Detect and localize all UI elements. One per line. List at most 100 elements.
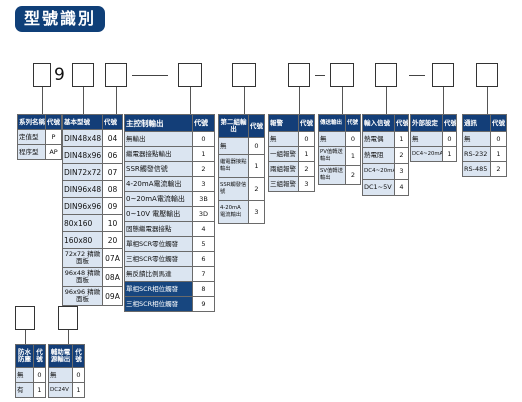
transmit-header-code: 代號 bbox=[345, 114, 361, 132]
code-box-series bbox=[33, 63, 51, 87]
code-box-external bbox=[375, 63, 397, 87]
code-box-aux-power bbox=[58, 306, 78, 330]
code-prefix-digit: 9 bbox=[54, 65, 65, 85]
connector-input bbox=[342, 87, 343, 114]
size-header-code: 代號 bbox=[102, 114, 123, 130]
connector-series bbox=[42, 87, 43, 114]
main-output-header-name: 主控制輸出 bbox=[124, 114, 193, 132]
external-header-code: 代號 bbox=[442, 114, 457, 132]
second-output-header-name: 第二組輸出 bbox=[218, 114, 249, 138]
waterproof-header-code: 代號 bbox=[33, 344, 46, 368]
connector-transmit bbox=[299, 87, 300, 114]
aux-power-header-name: 輔助電源輸出 bbox=[48, 344, 73, 368]
size-header-name: 基本型號 bbox=[62, 114, 103, 130]
code-box-alarm bbox=[232, 63, 256, 87]
connector-comm bbox=[443, 87, 444, 114]
connector-waterproof bbox=[487, 87, 488, 114]
code-box-main-output bbox=[105, 63, 127, 87]
code-box-aux-waterproof bbox=[15, 306, 35, 330]
code-box-second-output bbox=[178, 63, 202, 87]
alarm-header-name: 報警 bbox=[268, 114, 299, 132]
code-dash-2 bbox=[315, 75, 325, 76]
comm-header-code: 代號 bbox=[490, 114, 507, 132]
transmit-header-name: 傳送輸出 bbox=[318, 114, 346, 132]
alarm-header-code: 代號 bbox=[298, 114, 315, 132]
input-header-code: 代號 bbox=[394, 114, 409, 132]
code-box-input bbox=[330, 63, 354, 87]
connector-external bbox=[386, 87, 387, 114]
page-title: 型號識別 bbox=[15, 6, 105, 32]
connector-size bbox=[83, 87, 84, 114]
code-dash-3 bbox=[409, 75, 425, 76]
connector-main-output bbox=[116, 87, 117, 114]
connector-bottom-waterproof bbox=[25, 330, 26, 344]
connector-alarm bbox=[244, 87, 245, 114]
series-header-code: 代號 bbox=[45, 114, 62, 130]
code-box-comm bbox=[432, 63, 454, 87]
comm-header-name: 通訊 bbox=[462, 114, 491, 132]
connector-second-output bbox=[190, 87, 191, 114]
second-output-header-code: 代號 bbox=[248, 114, 265, 138]
series-header-name: 系列名稱 bbox=[17, 114, 46, 130]
connector-bottom-aux-power bbox=[68, 330, 69, 344]
code-box-waterproof bbox=[476, 63, 498, 87]
aux-power-header-code: 代號 bbox=[72, 344, 85, 368]
external-header-name: 外部設定 bbox=[410, 114, 443, 132]
code-box-size bbox=[72, 63, 94, 87]
code-box-transmit bbox=[288, 63, 310, 87]
